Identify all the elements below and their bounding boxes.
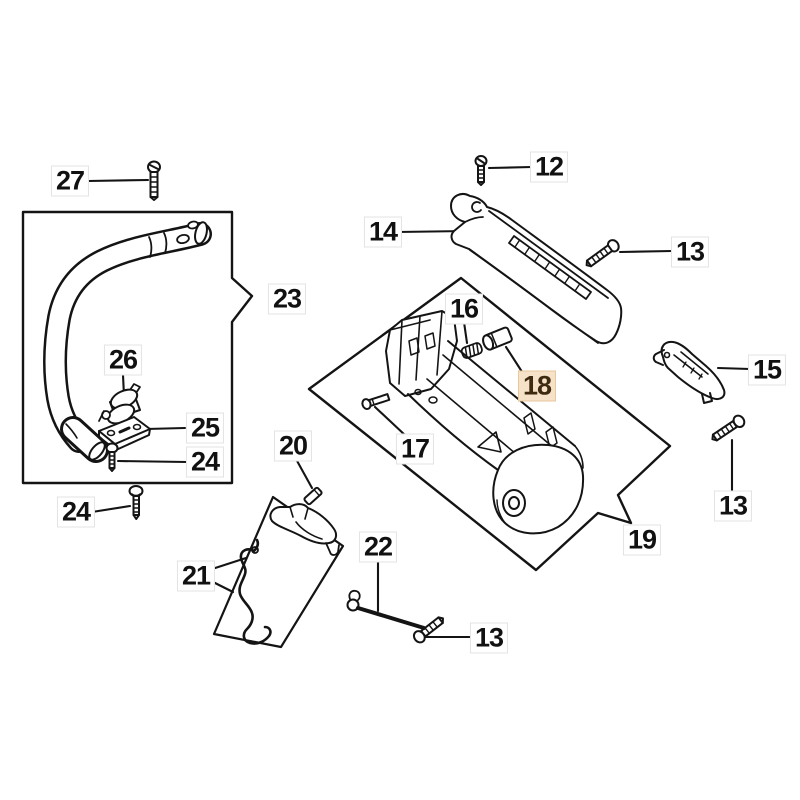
- part-label-25[interactable]: 25: [185, 412, 225, 444]
- part-label-23[interactable]: 23: [267, 283, 307, 315]
- part-label-15[interactable]: 15: [747, 354, 787, 386]
- part-22-rod-drawing: [346, 589, 426, 630]
- group-box-23: [21, 210, 254, 485]
- part-label-13-bottom[interactable]: 13: [469, 622, 509, 654]
- part-label-13-right[interactable]: 13: [713, 490, 753, 522]
- part-label-19[interactable]: 19: [622, 524, 662, 556]
- part-27-screw-drawing: [147, 160, 161, 201]
- part-21-trigger-drawing: [269, 503, 340, 556]
- part-14-guard-drawing: [450, 193, 623, 345]
- part-15-latch-drawing: [652, 340, 726, 404]
- part-label-12[interactable]: 12: [529, 151, 569, 183]
- part-label-22[interactable]: 22: [358, 531, 398, 563]
- part-16-spring-drawing: [460, 342, 483, 359]
- part-label-24-lower[interactable]: 24: [56, 496, 96, 528]
- part-label-24-upper[interactable]: 24: [185, 446, 225, 478]
- part-label-27[interactable]: 27: [50, 165, 90, 197]
- part-label-17[interactable]: 17: [395, 433, 435, 465]
- part-label-20[interactable]: 20: [273, 430, 313, 462]
- part-label-26[interactable]: 26: [103, 344, 143, 376]
- part-19-housing-drawing: [385, 310, 585, 535]
- part-12-screw-drawing: [474, 155, 488, 186]
- leader-lines: [86, 165, 752, 639]
- part-13-screw-bottom-drawing: [412, 616, 444, 644]
- part-17-pin-drawing: [361, 393, 391, 411]
- part-label-16[interactable]: 16: [444, 293, 484, 325]
- part-24-screw-lower-drawing: [128, 485, 144, 520]
- group-box-19: [307, 276, 672, 572]
- part-13-screw-top-drawing: [585, 239, 620, 268]
- part-18-sleeve-drawing: [482, 326, 513, 351]
- part-20-pin-drawing: [303, 486, 323, 506]
- part-label-13-top[interactable]: 13: [670, 236, 710, 268]
- part-label-18-highlighted[interactable]: 18: [517, 370, 557, 402]
- part-label-14[interactable]: 14: [363, 216, 403, 248]
- part-21-linkage-wire-drawing: [238, 538, 272, 645]
- part-label-21[interactable]: 21: [176, 560, 216, 592]
- part-23-handlebar-drawing: [43, 220, 212, 463]
- part-13-screw-right-drawing: [711, 414, 746, 442]
- part-24-screw-upper-drawing: [105, 442, 119, 472]
